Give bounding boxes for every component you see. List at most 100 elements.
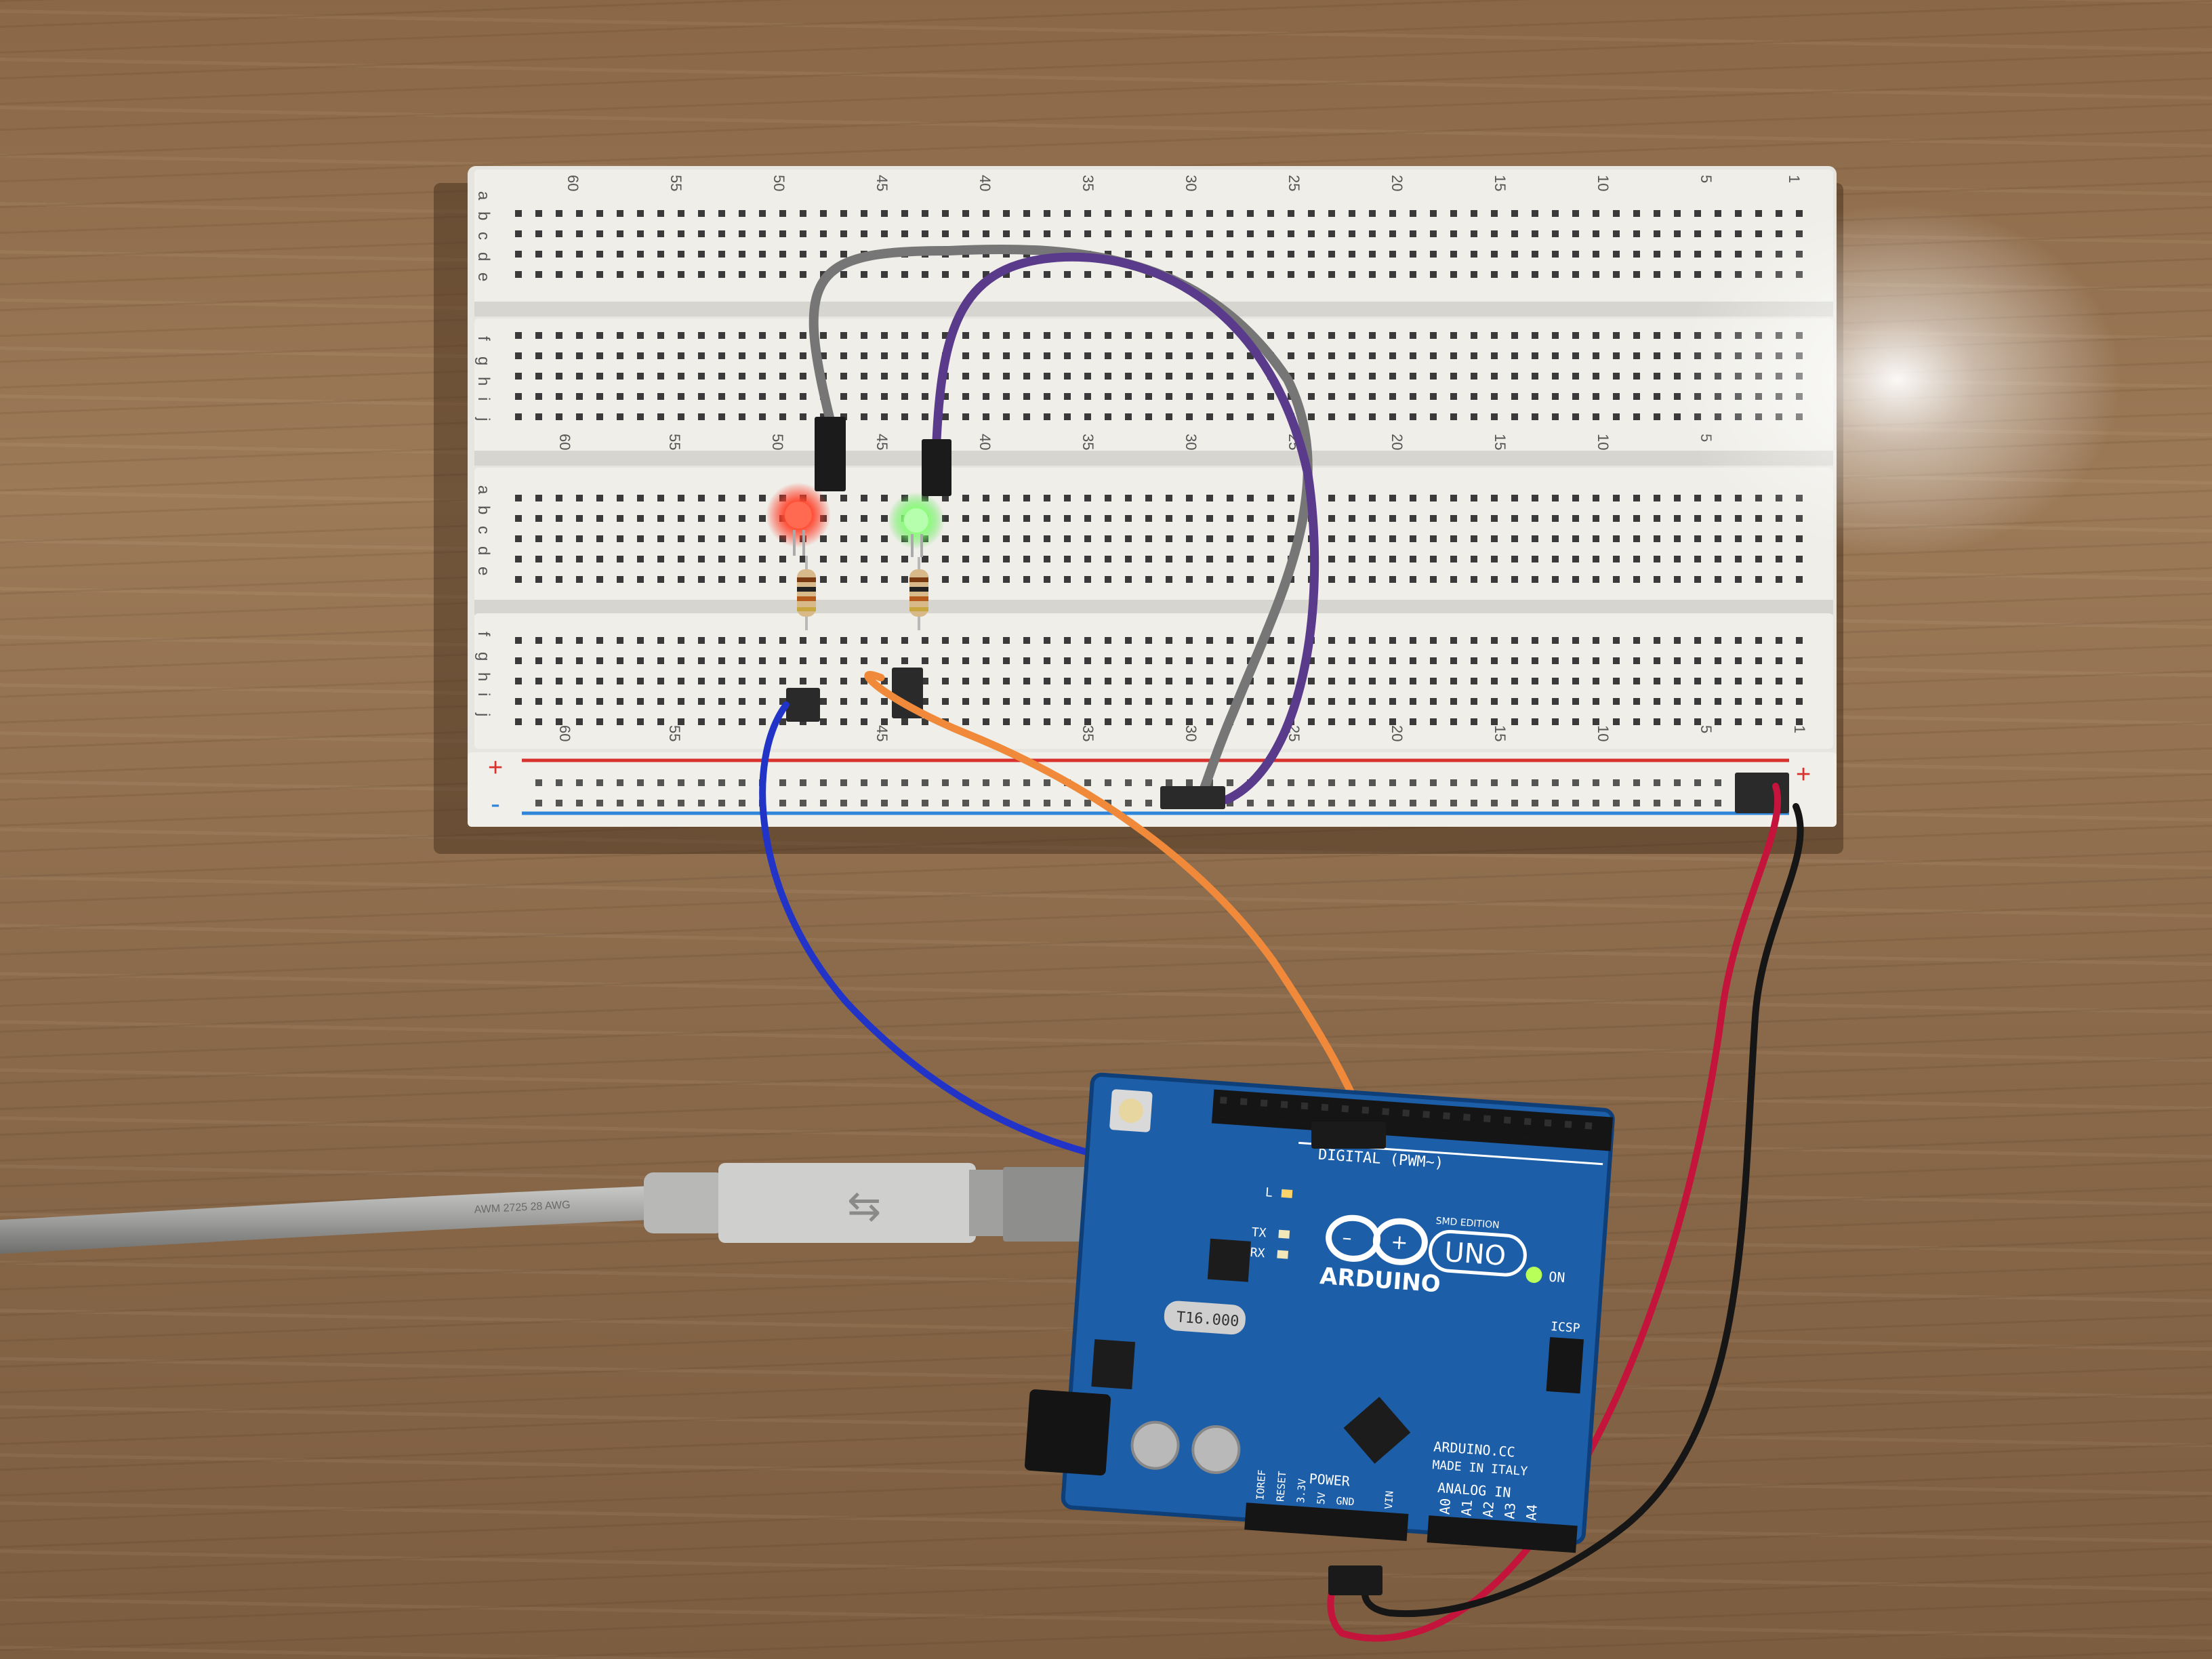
column-numbers-top: 60 55 50 45 40 35 30 25 20 15 10 5 1 [565,175,1803,191]
usb-chip [1207,1238,1251,1282]
pin-label: A1 [1458,1499,1475,1517]
pin-label: A2 [1479,1500,1497,1518]
crystal [1164,1300,1246,1335]
row-letter: c [474,526,493,534]
gray-jumper-wire [808,244,1313,804]
main-mcu [1343,1397,1411,1464]
arduino-uno-board: DIGITAL (PWM~) TX RX L ON – + ARDUINO UN… [1025,1072,1615,1553]
on-led [1525,1267,1542,1284]
col-num: 45 [874,434,890,450]
col-num: 20 [1389,434,1406,450]
row-letter: h [474,377,493,386]
resistor-2 [909,557,928,630]
row-letter: f [474,632,493,636]
col-num: 40 [977,175,994,191]
edition-label: SMD EDITION [1435,1216,1500,1231]
analog-header [1427,1515,1578,1553]
green-led [888,492,945,557]
col-num: 15 [1492,434,1509,450]
row-letter: g [474,356,493,365]
col-num: 5 [1698,725,1715,733]
uno-label: UNO [1443,1237,1507,1272]
col-num: 25 [1286,175,1303,191]
rail-minus-left: - [491,787,500,819]
col-num: 50 [769,434,786,450]
col-num: 55 [668,175,684,191]
col-num: 30 [1183,175,1200,191]
col-num: 60 [556,725,573,741]
row-letter: g [474,652,493,661]
row-letters-top-left: a b c d e [474,191,493,281]
col-num: 20 [1389,175,1406,191]
pin-label: RESET [1274,1471,1288,1502]
resistor-1 [797,556,816,630]
rail-header-right [1735,773,1789,813]
row-letter: b [474,506,493,514]
col-num: 35 [1080,434,1097,450]
row-letter: i [474,693,493,696]
blue-wire-header [786,688,820,722]
arduino-digital-wire-ends [1311,1122,1386,1149]
power-header [1244,1502,1409,1541]
col-num: 15 [1492,725,1509,741]
col-num: 45 [874,725,890,741]
l-led [1281,1189,1293,1198]
col-num: 55 [666,725,683,741]
row-letter: f [474,336,493,341]
col-num: 40 [977,434,994,450]
col-num: 50 [771,175,787,191]
rail-plus-right: + [1796,760,1811,789]
rail-header-left [1160,786,1225,809]
l-label: L [1265,1185,1273,1200]
col-num: 10 [1595,725,1612,741]
row-letter: b [474,211,493,220]
col-num: 35 [1080,175,1097,191]
capacitor-1 [1130,1420,1180,1470]
row-letter: j [474,417,493,421]
breadboard: + - + 60 55 50 45 40 35 30 25 20 15 10 5… [468,166,1837,827]
pin-label: IOREF [1254,1469,1268,1500]
row-letter: d [474,546,493,555]
pin-label: A0 [1436,1498,1454,1515]
orange-wire [864,671,1373,1136]
row-letter: j [474,712,493,716]
pin-label: A3 [1501,1502,1519,1520]
row-letters-fj2-left: f g h i j [474,632,493,716]
svg-text:–: – [1341,1226,1352,1249]
row-letters-ae2-left: a b c d e [474,485,493,575]
row-letter: a [474,485,493,495]
tx-label: TX [1251,1225,1267,1240]
row-letter: i [474,397,493,401]
rx-label: RX [1250,1246,1265,1261]
uno-badge [1429,1229,1527,1277]
pin-label: VIN [1382,1490,1396,1509]
red-led [766,483,831,556]
col-num: 1 [1786,175,1803,183]
pin-label: 3.3V [1294,1478,1308,1503]
col-num: 15 [1492,175,1509,191]
col-num: 1 [1791,725,1808,733]
power-label: POWER [1309,1471,1351,1490]
power-pin-labels: IOREF RESET 3.3V 5V GND VIN [1254,1469,1396,1510]
row-letter: h [474,672,493,681]
col-num: 60 [556,434,573,450]
capacitor-2 [1191,1425,1241,1474]
arduino-power-wire-ends [1328,1565,1382,1595]
row-letter: c [474,232,493,240]
black-wire [1361,803,1804,1617]
col-num: 10 [1595,175,1612,191]
col-num: 60 [565,175,581,191]
on-label: ON [1548,1269,1565,1286]
pin-label: 5V [1315,1492,1328,1504]
row-letter: d [474,252,493,261]
arduino-logo: – + [1326,1214,1428,1265]
rx-led [1277,1250,1289,1259]
col-num: 45 [874,175,890,191]
row-letter: e [474,272,493,281]
col-num: 20 [1389,725,1406,741]
voltage-regulator [1091,1339,1136,1390]
row-letter: a [474,191,493,201]
analog-pin-labels: A0 A1 A2 A3 A4 [1436,1498,1540,1521]
col-num: 10 [1595,434,1612,450]
